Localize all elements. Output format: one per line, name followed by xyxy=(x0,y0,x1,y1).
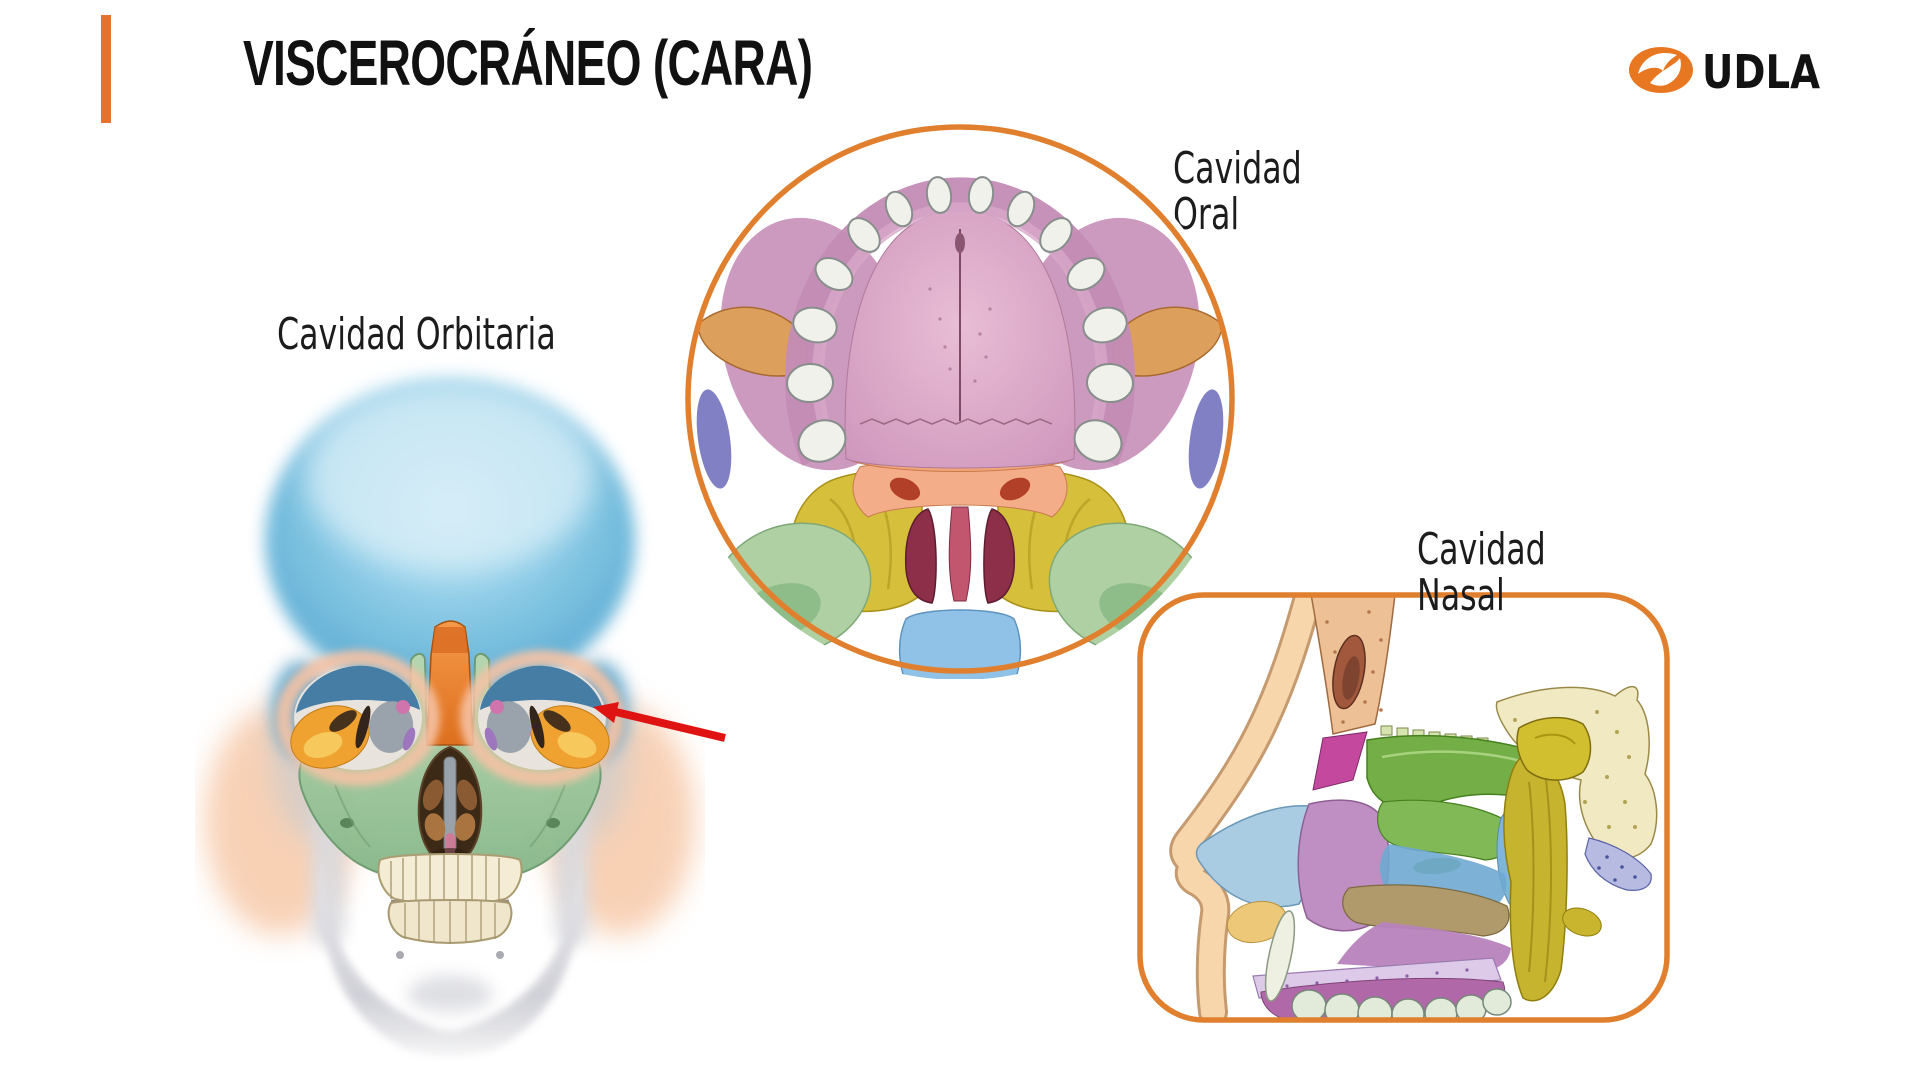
nasal-sagittal-illustration xyxy=(1137,592,1670,1023)
label-cavidad-nasal: Cavidad Nasal xyxy=(1417,524,1546,621)
sella-sphenoid-sinus xyxy=(1495,686,1658,859)
accent-bar xyxy=(101,15,111,123)
orbit xyxy=(276,650,440,786)
nasal-aperture xyxy=(417,745,483,869)
oral-circle-frame xyxy=(685,124,1235,674)
page-title: VISCEROCRÁNEO (CARA) xyxy=(243,27,813,99)
pointer-arrow xyxy=(593,702,726,742)
label-cavidad-orbitaria: Cavidad Orbitaria xyxy=(277,309,556,360)
nasal-frame xyxy=(1137,592,1670,1023)
logo-wordmark: UDLA xyxy=(1702,45,1820,98)
orbital-highlight-watercolor xyxy=(265,380,635,758)
dental-arch xyxy=(786,176,1134,463)
choanae-vomer xyxy=(904,506,1016,604)
face-profile-skin xyxy=(1169,596,1324,1019)
lateral-cartilage xyxy=(1195,805,1314,908)
gingiva-arch xyxy=(785,177,1135,466)
sphenoid-pterygoid xyxy=(1503,753,1602,1002)
skull-anterior-illustration xyxy=(205,380,695,1080)
udla-logo: UDLA xyxy=(1628,44,1838,98)
lower-teeth xyxy=(387,899,513,944)
udla-swoosh-icon xyxy=(1629,47,1693,93)
palate-inferior-illustration xyxy=(680,119,1240,679)
clivus xyxy=(1584,837,1652,891)
nasal-bone xyxy=(1312,731,1368,791)
upper-teeth xyxy=(377,853,523,906)
hard-palate xyxy=(844,210,1076,469)
frontal-bone-sinus xyxy=(1310,596,1396,735)
incisor-tooth xyxy=(1264,910,1296,1002)
